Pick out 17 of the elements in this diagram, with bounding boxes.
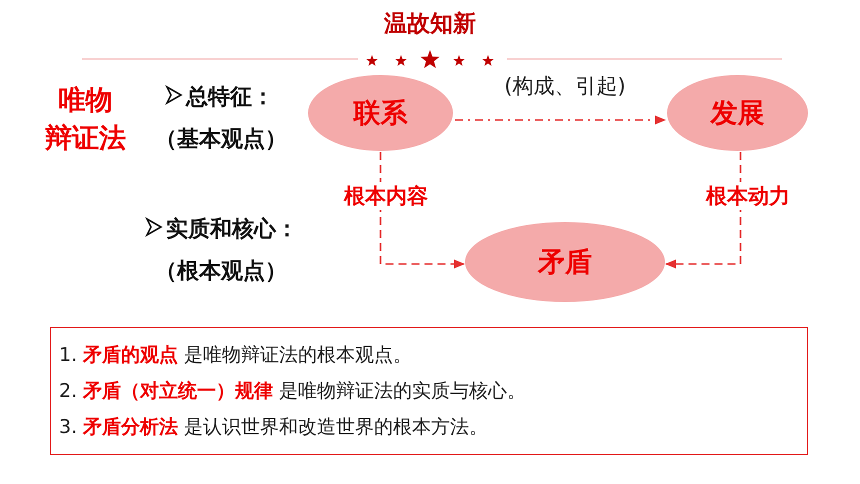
arrow — [380, 152, 466, 268]
node-label: 联系 — [354, 97, 408, 131]
arrow — [664, 152, 742, 268]
text-label: （根本观点） — [155, 258, 287, 286]
node-label: 发展 — [710, 97, 764, 131]
edge-label: 根本内容 — [342, 182, 430, 210]
text-line: 1. 矛盾的观点 是唯物辩证法的根本观点。 — [59, 343, 412, 368]
text-label: 实质和核心： — [166, 216, 298, 244]
arrow — [455, 116, 666, 124]
text-panel — [50, 327, 808, 455]
node-label: 矛盾 — [538, 246, 592, 280]
text-label: 唯物辩证法 — [45, 84, 127, 156]
text-line: 3. 矛盾分析法 是认识世界和改造世界的根本方法。 — [59, 415, 488, 440]
title: 温故知新 — [384, 10, 476, 39]
text-line: 2. 矛盾（对立统一）规律 是唯物辩证法的实质与核心。 — [59, 379, 526, 404]
text-label: 总特征： — [186, 84, 274, 112]
text-label: （基本观点） — [155, 126, 287, 154]
